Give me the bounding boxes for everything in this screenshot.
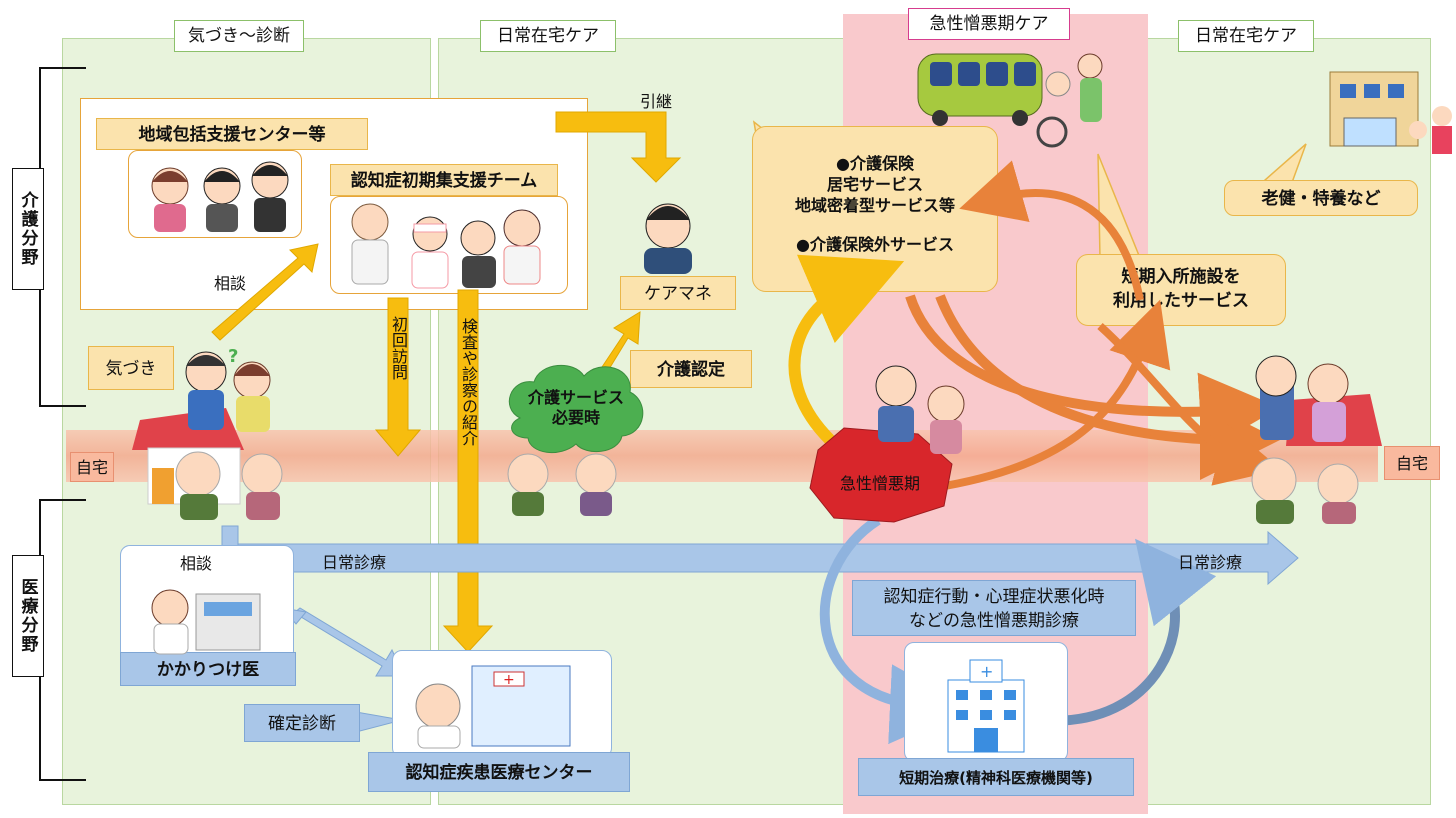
acute-to-hospital-curve	[819, 515, 970, 745]
hikitsugi-arrow	[555, 111, 682, 183]
medical-center-illustration: +	[415, 665, 571, 749]
kaigo-nintei-label: 介護認定	[630, 350, 752, 388]
daily-medical-label-1: 日常診療	[322, 553, 387, 572]
service-cloud	[508, 364, 644, 454]
hospital-to-daily-curve	[1039, 538, 1217, 726]
bpsd-label: 認知症行動・心理症状悪化時 などの急性憎悪期診療	[852, 580, 1136, 636]
soudan-label-1: 相談	[214, 274, 247, 293]
kakaritsuke-label: かかりつけ医	[120, 652, 296, 686]
service-cloud-text: 介護サービス 必要時	[527, 388, 624, 427]
bus-illustration	[917, 53, 1103, 148]
curve-hoken-to-home-2	[935, 294, 1280, 480]
curve-shortstay-to-hoken	[959, 160, 1144, 301]
acute-label: 急性憎悪期	[839, 474, 920, 493]
shokai-label: 初回訪問	[389, 316, 408, 380]
hoken-line-2: 居宅サービス	[826, 175, 923, 194]
curve-shortstay-to-home	[1097, 323, 1282, 486]
acute-family-illustration	[875, 365, 965, 454]
side-label-care: 介護分野	[12, 168, 44, 290]
daily-medical-label-2: 日常診療	[1178, 553, 1243, 572]
clinic-illustration	[151, 589, 261, 655]
tab-home-care-2: 日常在宅ケア	[1178, 20, 1314, 52]
soudan-label-2: 相談	[180, 554, 213, 573]
shokai-arrow	[374, 297, 422, 457]
kizuki-bubble: 気づき	[88, 346, 174, 390]
center-staff-illustration	[151, 161, 289, 232]
home-label-right: 自宅	[1384, 446, 1440, 480]
family-left-illustration: ?	[175, 346, 283, 520]
hoken-line-4: ●介護保険外サービス	[796, 235, 954, 254]
acute-to-hoken-curve	[788, 254, 905, 445]
hoken-line-1: ●介護保険	[836, 154, 914, 173]
med-center-label: 認知症疾患医療センター	[368, 752, 630, 792]
short-treat-label: 短期治療(精神科医療機関等)	[858, 758, 1134, 796]
kensa-arrow	[442, 289, 494, 653]
caremane-illustration	[644, 203, 692, 274]
home-label-left: 自宅	[70, 452, 114, 482]
hospital-illustration: +	[947, 659, 1025, 753]
house-right-illustration	[1251, 355, 1382, 524]
team-staff-illustration	[351, 203, 541, 289]
hikitsugi-label: 引継	[640, 92, 673, 111]
caremane-label: ケアマネ	[620, 276, 736, 310]
svg-text:+: +	[980, 662, 993, 681]
svg-text:?: ?	[228, 346, 238, 367]
roken-bubble: 老健・特養など	[1224, 180, 1418, 216]
kensa-label: 検査や診察の紹介	[459, 318, 478, 446]
side-label-medical-text: 医療分野	[17, 578, 38, 654]
tab-acute: 急性憎悪期ケア	[908, 8, 1070, 40]
acute-octagon	[809, 427, 953, 523]
side-label-medical: 医療分野	[12, 555, 44, 677]
hoken-line-3: 地域密着型サービス等	[794, 196, 955, 215]
tab-notice: 気づき～診断	[174, 20, 304, 52]
tab-home-care-1: 日常在宅ケア	[480, 20, 616, 52]
care-facility-illustration	[1329, 71, 1452, 154]
daily-medical-arrow	[235, 530, 1299, 586]
soudan-diagonal-arrow	[211, 243, 319, 341]
center-label: 地域包括支援センター等	[96, 118, 368, 150]
kakutei-label: 確定診断	[244, 704, 360, 742]
svg-text:+: +	[503, 672, 515, 688]
team-label: 認知症初期集支援チーム	[330, 164, 558, 196]
side-label-care-text: 介護分野	[17, 191, 38, 267]
kakutei-tail	[356, 711, 403, 733]
elderly-mid-illustration	[507, 453, 617, 516]
